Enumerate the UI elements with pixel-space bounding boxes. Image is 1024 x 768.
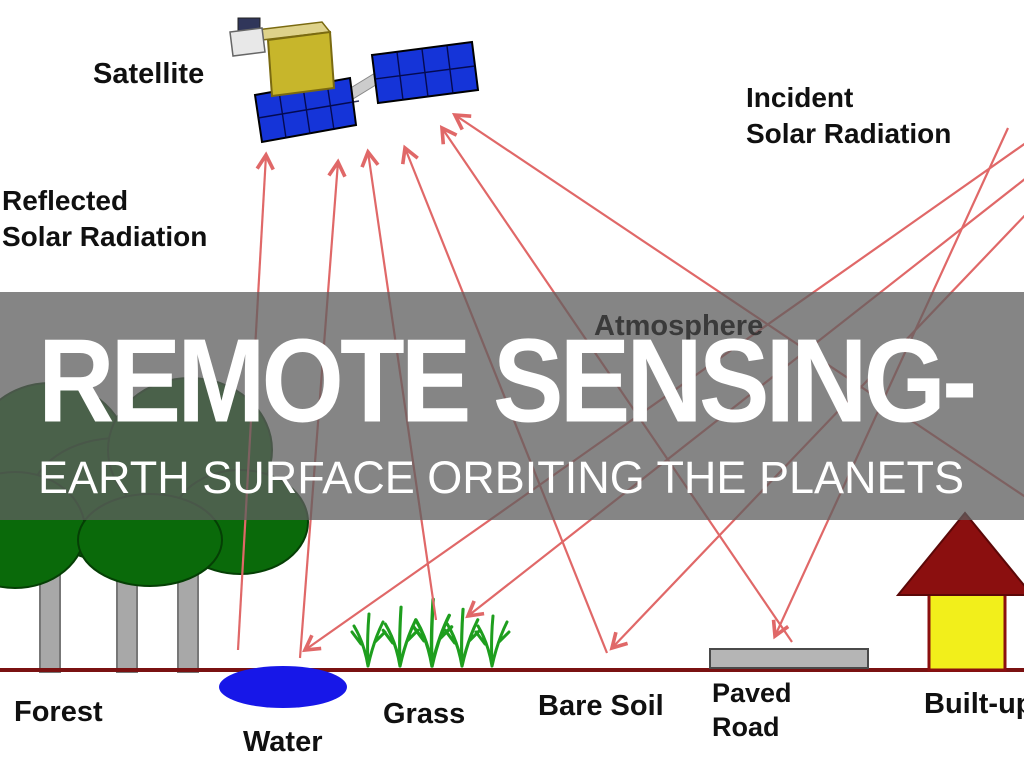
right-solar-panel-icon bbox=[370, 40, 480, 105]
satellite-sensor-icon bbox=[229, 17, 266, 57]
paved-road-icon bbox=[709, 648, 869, 669]
satellite-body-icon bbox=[254, 21, 336, 98]
reflected-label-line2: Solar Radiation bbox=[2, 221, 208, 252]
forest-label: Forest bbox=[14, 696, 103, 728]
incident-radiation-label: Incident Solar Radiation bbox=[746, 80, 951, 152]
house-icon bbox=[895, 511, 1024, 672]
bare-soil-label: Bare Soil bbox=[538, 690, 664, 722]
reflected-radiation-label: Reflected Solar Radiation bbox=[2, 183, 207, 255]
built-up-label: Built-up bbox=[924, 688, 1024, 720]
slide-subtitle: EARTH SURFACE ORBITING THE PLANETS bbox=[38, 452, 965, 503]
incident-label-line2: Solar Radiation bbox=[746, 118, 952, 149]
water-label: Water bbox=[243, 726, 323, 758]
paved-label-line2: Road bbox=[712, 712, 780, 742]
atmosphere-label: Atmosphere bbox=[594, 310, 764, 342]
satellite-icon bbox=[229, 17, 480, 144]
water-icon bbox=[219, 666, 347, 708]
title-banner bbox=[0, 292, 1024, 520]
paved-label-line1: Paved bbox=[712, 678, 792, 708]
satellite-label: Satellite bbox=[93, 58, 205, 90]
paved-road-label: Paved Road bbox=[712, 676, 792, 744]
grass-icon bbox=[350, 597, 511, 668]
slide-title: REMOTE SENSING- bbox=[38, 315, 977, 448]
incident-label-line1: Incident bbox=[746, 82, 854, 113]
reflected-label-line1: Reflected bbox=[2, 185, 129, 216]
grass-label: Grass bbox=[383, 698, 466, 730]
